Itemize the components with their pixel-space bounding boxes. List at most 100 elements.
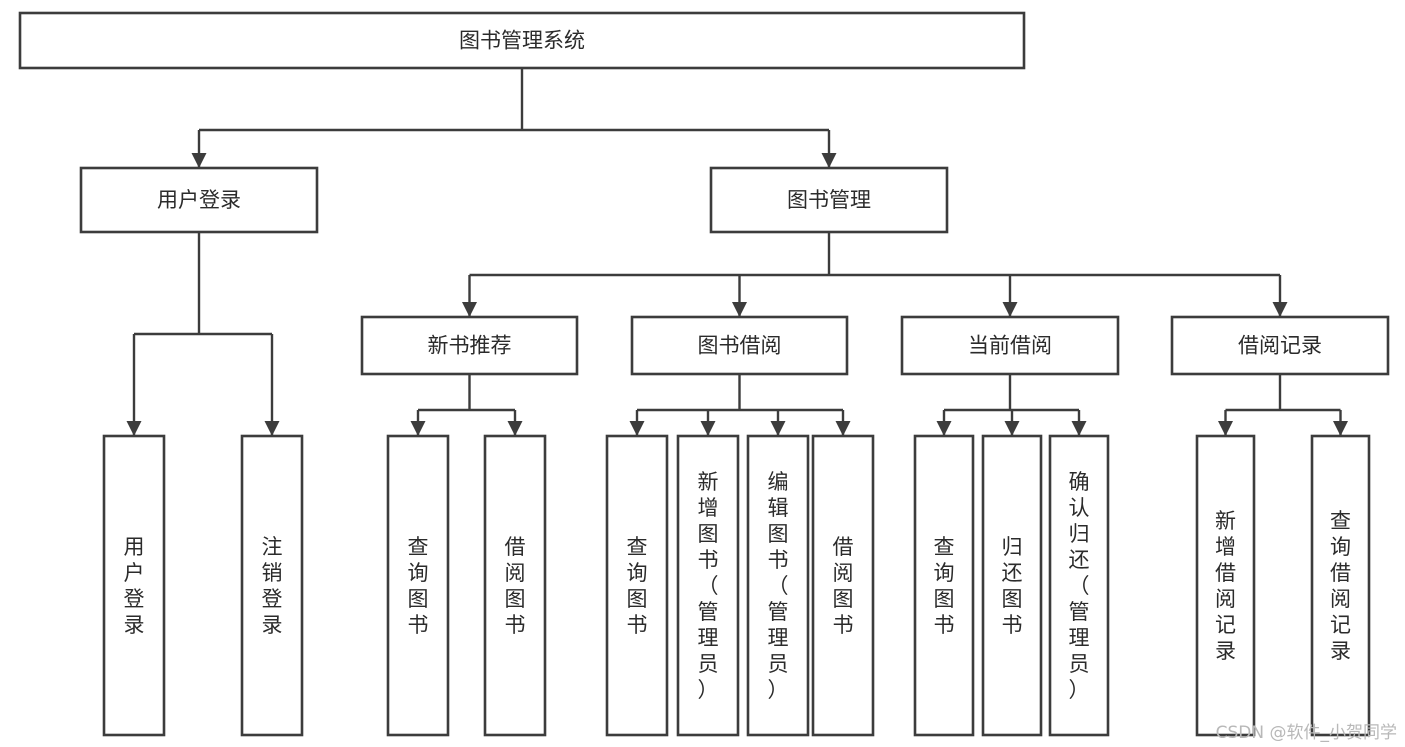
node-label-glyph: 归	[1069, 522, 1090, 546]
node-label-glyph: 查	[1330, 509, 1351, 533]
node-label-glyph: （	[768, 574, 789, 598]
node-box	[676, 434, 740, 737]
node-label: 图书管理系统	[459, 29, 585, 53]
node-box	[240, 434, 304, 737]
node-box	[483, 434, 547, 737]
node-label-glyph: 书	[768, 548, 789, 572]
node-label-glyph: 录	[1215, 639, 1236, 663]
node-label-glyph: （	[698, 574, 719, 598]
node-label-glyph: 图	[1002, 587, 1023, 611]
node-leaf-rec-query[interactable]: 查询图书	[386, 434, 450, 737]
node-label-glyph: ）	[768, 678, 789, 702]
edge-arrow-icon	[936, 421, 952, 436]
node-label: 借阅图书	[833, 535, 854, 637]
node-label-glyph: ）	[698, 678, 719, 702]
node-label-glyph: 员	[1069, 652, 1090, 676]
node-box	[1310, 434, 1371, 737]
node-label: 查询图书	[408, 535, 429, 637]
node-box	[981, 434, 1043, 737]
node-leaf-rec-borrow[interactable]: 借阅图书	[483, 434, 547, 737]
node-box	[900, 315, 1120, 376]
node-label-glyph: 理	[768, 626, 789, 650]
node-box	[709, 166, 949, 234]
node-leaf-bb-add[interactable]: 新增图书（管理员）	[676, 434, 740, 737]
edge-arrow-icon	[126, 421, 142, 436]
node-leaf-bb-edit[interactable]: 编辑图书（管理员）	[746, 434, 810, 737]
node-label-glyph: 注	[262, 535, 283, 559]
node-l3-borrow-record[interactable]: 借阅记录	[1170, 315, 1390, 376]
node-label-glyph: 查	[627, 535, 648, 559]
node-l2-user-login[interactable]: 用户登录	[79, 166, 319, 234]
node-label-glyph: 员	[768, 652, 789, 676]
node-label-glyph: 管	[768, 600, 789, 624]
node-label-glyph: 图	[408, 587, 429, 611]
edge-arrow-icon	[264, 421, 280, 436]
node-leaf-br-add[interactable]: 新增借阅记录	[1195, 434, 1256, 737]
node-label: 查询图书	[627, 535, 648, 637]
node-label: 注销登录	[262, 535, 283, 637]
node-label-glyph: 阅	[1215, 587, 1236, 611]
node-label-glyph: 查	[408, 535, 429, 559]
node-l3-book-borrow[interactable]: 图书借阅	[630, 315, 849, 376]
edge-arrow-icon	[1071, 421, 1087, 436]
node-label-glyph: 书	[408, 613, 429, 637]
node-box	[913, 434, 975, 737]
node-label-glyph: 借	[505, 535, 526, 559]
edge-arrow-icon	[835, 421, 851, 436]
node-label: 查询借阅记录	[1330, 509, 1351, 663]
node-box	[102, 434, 166, 737]
node-label: 图书管理	[787, 188, 871, 212]
node-box	[386, 434, 450, 737]
node-leaf-bb-query[interactable]: 查询图书	[605, 434, 669, 737]
node-label-glyph: 借	[1330, 561, 1351, 585]
node-l3-current-borrow[interactable]: 当前借阅	[900, 315, 1120, 376]
node-label-glyph: 用	[124, 535, 145, 559]
node-l3-new-book-rec[interactable]: 新书推荐	[360, 315, 579, 376]
node-leaf-cb-confirm[interactable]: 确认归还（管理员）	[1048, 434, 1110, 737]
edge-arrow-icon	[700, 421, 716, 436]
node-root[interactable]: 图书管理系统	[18, 11, 1026, 70]
node-label-glyph: 借	[1215, 561, 1236, 585]
node-label: 用户登录	[157, 188, 241, 212]
node-label-glyph: 归	[1002, 535, 1023, 559]
edge-arrow-icon	[1218, 421, 1233, 436]
node-l2-book-manage[interactable]: 图书管理	[709, 166, 949, 234]
node-label-glyph: 书	[833, 613, 854, 637]
node-label: 确认归还（管理员）	[1069, 470, 1090, 702]
node-leaf-user-login[interactable]: 用户登录	[102, 434, 166, 737]
node-label-glyph: 登	[262, 587, 283, 611]
node-label-glyph: 图	[505, 587, 526, 611]
node-label-glyph: 还	[1069, 548, 1090, 572]
node-leaf-br-query[interactable]: 查询借阅记录	[1310, 434, 1371, 737]
edge-arrow-icon	[1333, 421, 1348, 436]
node-leaf-cb-return[interactable]: 归还图书	[981, 434, 1043, 737]
node-label-glyph: 管	[1069, 600, 1090, 624]
edge-arrow-icon	[732, 302, 747, 317]
node-label-glyph: 图	[833, 587, 854, 611]
node-label: 新书推荐	[428, 334, 512, 358]
node-leaf-bb-borrow[interactable]: 借阅图书	[811, 434, 875, 737]
node-label-glyph: 阅	[1330, 587, 1351, 611]
node-label-glyph: 理	[1069, 626, 1090, 650]
node-label-glyph: 询	[934, 561, 955, 585]
node-label-glyph: 书	[505, 613, 526, 637]
node-box	[605, 434, 669, 737]
node-label-glyph: 询	[1330, 535, 1351, 559]
node-label-glyph: ）	[1069, 678, 1090, 702]
node-label: 新增借阅记录	[1215, 509, 1236, 663]
node-label: 借阅记录	[1238, 334, 1322, 358]
node-box	[79, 166, 319, 234]
edges-layer	[126, 68, 1348, 436]
node-label-glyph: 记	[1330, 613, 1351, 637]
node-box	[360, 315, 579, 376]
node-label-glyph: 户	[124, 561, 145, 585]
node-label: 新增图书（管理员）	[698, 470, 719, 702]
node-label-glyph: 员	[698, 652, 719, 676]
edge-arrow-icon	[629, 421, 645, 436]
node-label-glyph: （	[1069, 574, 1090, 598]
node-leaf-cb-query[interactable]: 查询图书	[913, 434, 975, 737]
node-leaf-user-logout[interactable]: 注销登录	[240, 434, 304, 737]
edge-arrow-icon	[507, 421, 523, 436]
node-box	[746, 434, 810, 737]
